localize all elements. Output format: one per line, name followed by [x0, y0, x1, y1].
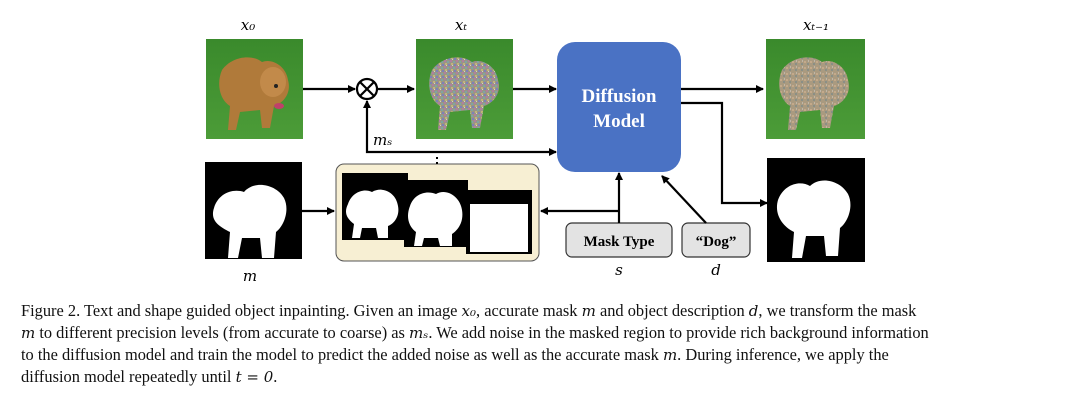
- caption-text: and object description: [595, 301, 749, 320]
- m-label: m: [243, 267, 257, 285]
- caption-line-1: Figure 2. Text and shape guided object i…: [21, 300, 1061, 322]
- caption-math-x0: x₀: [461, 302, 477, 320]
- caption-line-2: m to different precision levels (from ac…: [21, 322, 1061, 344]
- predicted-mask-output: [767, 158, 865, 262]
- caption-math-ms: mₛ: [409, 324, 429, 342]
- d-label: d: [711, 261, 721, 279]
- xt-label: xₜ: [455, 16, 467, 34]
- caption-math-m: m: [662, 346, 678, 364]
- caption-line-4: diffusion model repeatedly until t = 0.: [21, 366, 1061, 388]
- caption-text: . During inference, we apply the: [677, 345, 889, 364]
- accurate-mask-m: [205, 162, 302, 259]
- mask-type-box: Mask Type: [565, 222, 673, 258]
- caption-line-3: to the diffusion model and train the mod…: [21, 344, 1061, 366]
- mask-precision-tray: [335, 163, 540, 262]
- s-label: s: [615, 261, 623, 279]
- arrow-ms-to-operator: [363, 100, 437, 154]
- caption-math-m: m: [581, 302, 596, 320]
- caption-text: . We add noise in the masked region to p…: [428, 323, 929, 342]
- caption-text: , accurate mask: [476, 301, 582, 320]
- caption-text: diffusion model repeatedly until: [21, 367, 236, 386]
- diffusion-model-box: Diffusion Model: [557, 42, 681, 172]
- noised-image-xt: [416, 39, 513, 139]
- method-figure: x₀ xₜ Diffusion Model xₜ₋₁: [205, 16, 865, 285]
- output-image-xt-minus-1: [766, 39, 865, 139]
- masking-operator: [355, 77, 379, 101]
- input-image-x0: [206, 39, 303, 139]
- caption-text: to different precision levels (from accu…: [35, 323, 410, 342]
- caption-text: , we transform the mask: [758, 301, 917, 320]
- arrow-text-to-model: [661, 175, 707, 224]
- xt-minus-1-label: xₜ₋₁: [803, 16, 829, 34]
- caption-math-t: t = 0: [235, 368, 274, 386]
- diffusion-model-line1: Diffusion: [582, 86, 657, 107]
- caption-text: Figure 2. Text and shape guided object i…: [21, 301, 462, 320]
- ms-label: mₛ: [373, 131, 392, 149]
- text-prompt-box: “Dog”: [681, 222, 751, 258]
- caption-math-m: m: [21, 324, 36, 342]
- mask-type-label: Mask Type: [584, 234, 655, 250]
- dog-label: “Dog”: [696, 234, 737, 250]
- figure-caption: Figure 2. Text and shape guided object i…: [21, 300, 1061, 388]
- diffusion-model-line2: Model: [593, 111, 645, 132]
- x0-label: x₀: [241, 16, 255, 34]
- caption-text: .: [273, 367, 278, 386]
- arrow-model-to-output-mask: [681, 101, 768, 207]
- caption-text: to the diffusion model and train the mod…: [21, 345, 663, 364]
- caption-math-d: d: [748, 302, 759, 320]
